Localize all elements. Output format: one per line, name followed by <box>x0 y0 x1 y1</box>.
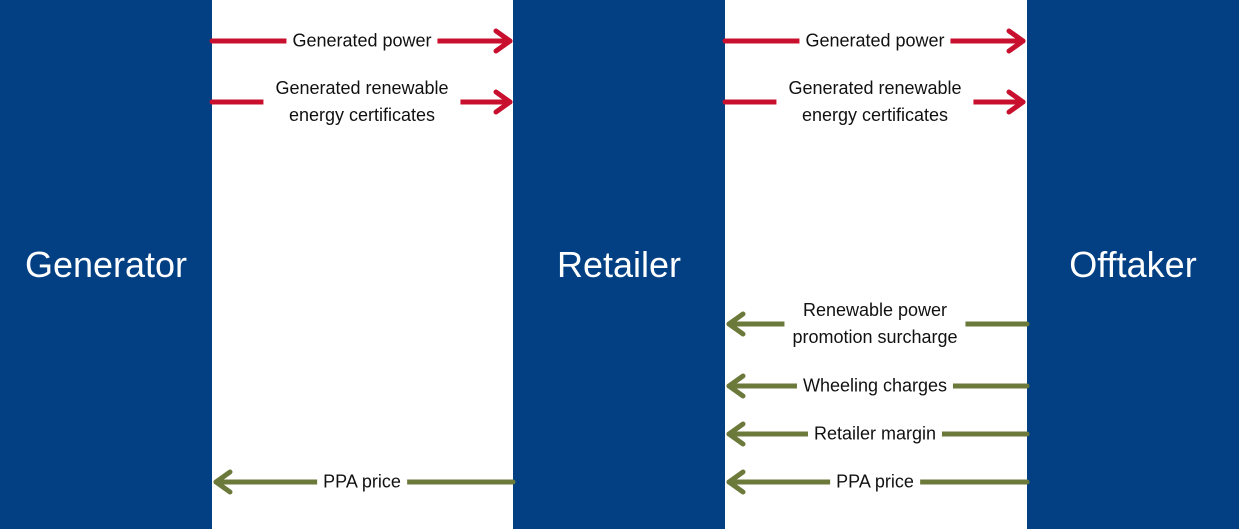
flow-label: PPA price <box>830 468 920 496</box>
arrowhead-left <box>726 421 746 447</box>
arrowhead-left <box>726 311 746 337</box>
arrowhead-right <box>1006 28 1026 54</box>
retailer-box: Retailer <box>513 0 725 529</box>
flow-label: Generated power <box>799 27 951 55</box>
arrowhead-right <box>1006 89 1026 115</box>
flow-label: Wheeling charges <box>796 372 954 400</box>
arrowhead-left <box>726 373 746 399</box>
arrowhead-left <box>726 469 746 495</box>
offtaker-label: Offtaker <box>1069 243 1197 285</box>
retailer-label: Retailer <box>556 243 682 285</box>
generator-box: Generator <box>0 0 212 529</box>
offtaker-box: Offtaker <box>1027 0 1239 529</box>
arrowhead-right <box>493 89 513 115</box>
flow-label: PPA price <box>317 468 407 496</box>
flow-label: Generated power <box>286 27 438 55</box>
generator-label: Generator <box>24 243 188 285</box>
arrowhead-left <box>213 469 233 495</box>
flow-label: Retailer margin <box>807 420 943 448</box>
arrowhead-right <box>493 28 513 54</box>
